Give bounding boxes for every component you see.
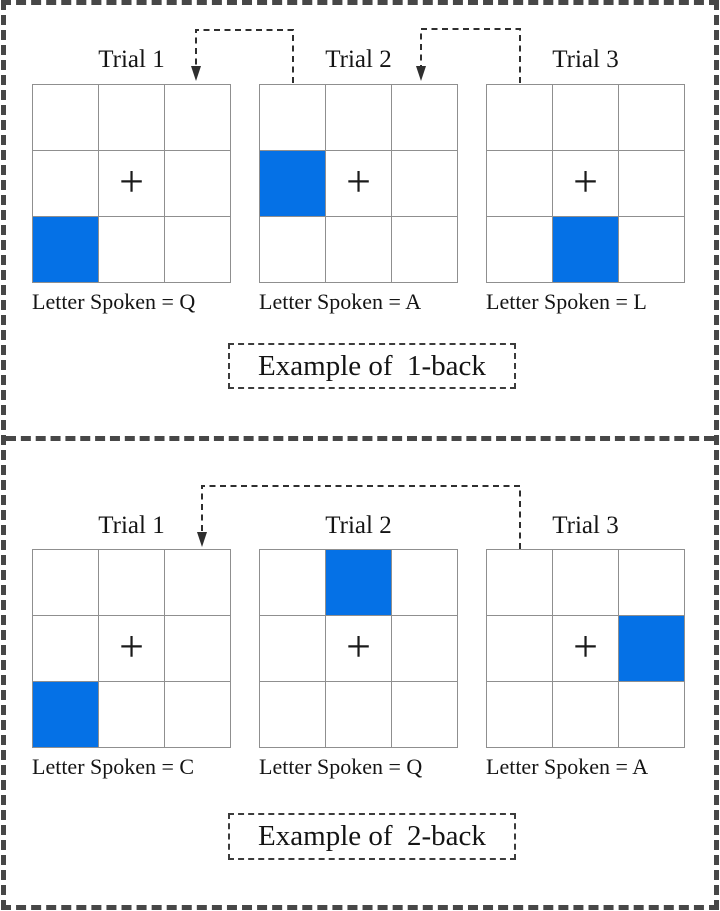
grid-cell bbox=[553, 616, 618, 681]
stimulus-grid: + bbox=[486, 549, 685, 748]
stimulus-grid: + bbox=[486, 84, 685, 283]
grid-cell bbox=[165, 217, 230, 282]
grid-cell bbox=[487, 217, 552, 282]
example-label-text: Example of 2-back bbox=[258, 820, 486, 852]
highlighted-cell bbox=[619, 616, 684, 681]
grid-cell bbox=[392, 151, 457, 216]
letter-spoken-caption: Letter Spoken = Q bbox=[259, 754, 423, 779]
grid-cell bbox=[619, 682, 684, 747]
grid-cell bbox=[487, 550, 552, 615]
grid-cell bbox=[553, 682, 618, 747]
grid-cell bbox=[165, 85, 230, 150]
grid-cell bbox=[487, 616, 552, 681]
trial-label: Trial 1 bbox=[32, 511, 231, 541]
trial-label: Trial 3 bbox=[486, 511, 685, 541]
example-label-text: Example of 1-back bbox=[258, 349, 486, 382]
trial-label-text: Trial 1 bbox=[98, 46, 165, 73]
stimulus-grid: + bbox=[259, 549, 458, 748]
trial-label-text: Trial 2 bbox=[325, 46, 392, 73]
panel-1back: Trial 1 Trial 2 Trial 3 + + + Letter Spo… bbox=[0, 0, 720, 437]
grid-cell bbox=[260, 550, 325, 615]
grid-cell bbox=[487, 682, 552, 747]
grid-cell bbox=[392, 217, 457, 282]
grid-cell bbox=[326, 217, 391, 282]
grid-cell bbox=[99, 217, 164, 282]
grid-cell bbox=[99, 550, 164, 615]
trial-label: Trial 2 bbox=[259, 45, 458, 75]
panel-divider bbox=[6, 436, 714, 441]
grid-cell bbox=[165, 550, 230, 615]
example-label-box: Example of 1-back bbox=[228, 343, 516, 389]
grid-cell bbox=[619, 85, 684, 150]
grid-cell bbox=[99, 682, 164, 747]
stimulus-grid: + bbox=[32, 549, 231, 748]
letter-spoken-caption: Letter Spoken = Q bbox=[32, 289, 196, 314]
grid-cell bbox=[165, 682, 230, 747]
trial-label-text: Trial 1 bbox=[98, 512, 165, 539]
highlighted-cell bbox=[33, 682, 98, 747]
grid-cell bbox=[33, 151, 98, 216]
trial-label-text: Trial 3 bbox=[552, 512, 619, 539]
trial-label-text: Trial 2 bbox=[325, 512, 392, 539]
panel-2back: Trial 1 Trial 2 Trial 3 + + + Letter Spo… bbox=[0, 437, 720, 911]
highlighted-cell bbox=[326, 550, 391, 615]
grid-cell bbox=[165, 151, 230, 216]
letter-spoken-caption: Letter Spoken = A bbox=[259, 289, 422, 314]
grid-cell bbox=[33, 85, 98, 150]
grid-cell bbox=[99, 151, 164, 216]
grid-cell bbox=[326, 85, 391, 150]
trial-label-text: Trial 3 bbox=[552, 46, 619, 73]
grid-cell bbox=[392, 550, 457, 615]
grid-cell bbox=[392, 85, 457, 150]
grid-cell bbox=[99, 616, 164, 681]
grid-cell bbox=[392, 682, 457, 747]
grid-cell bbox=[392, 616, 457, 681]
letter-spoken-caption: Letter Spoken = C bbox=[32, 754, 195, 779]
grid-cell bbox=[553, 550, 618, 615]
highlighted-cell bbox=[33, 217, 98, 282]
letter-spoken-caption: Letter Spoken = A bbox=[486, 754, 649, 779]
grid-cell bbox=[99, 85, 164, 150]
grid-cell bbox=[487, 85, 552, 150]
example-label-box: Example of 2-back bbox=[228, 813, 516, 860]
grid-cell bbox=[487, 151, 552, 216]
grid-cell bbox=[619, 217, 684, 282]
grid-cell bbox=[326, 682, 391, 747]
stimulus-grid: + bbox=[259, 84, 458, 283]
letter-spoken-caption: Letter Spoken = L bbox=[486, 289, 647, 314]
grid-cell bbox=[326, 151, 391, 216]
grid-cell bbox=[165, 616, 230, 681]
grid-cell bbox=[260, 217, 325, 282]
grid-cell bbox=[553, 151, 618, 216]
trial-label: Trial 3 bbox=[486, 45, 685, 75]
grid-cell bbox=[33, 550, 98, 615]
grid-cell bbox=[33, 616, 98, 681]
grid-cell bbox=[619, 550, 684, 615]
grid-cell bbox=[260, 616, 325, 681]
trial-label: Trial 2 bbox=[259, 511, 458, 541]
grid-cell bbox=[260, 85, 325, 150]
grid-cell bbox=[260, 682, 325, 747]
stimulus-grid: + bbox=[32, 84, 231, 283]
highlighted-cell bbox=[553, 217, 618, 282]
grid-cell bbox=[553, 85, 618, 150]
grid-cell bbox=[326, 616, 391, 681]
highlighted-cell bbox=[260, 151, 325, 216]
trial-label: Trial 1 bbox=[32, 45, 231, 75]
grid-cell bbox=[619, 151, 684, 216]
